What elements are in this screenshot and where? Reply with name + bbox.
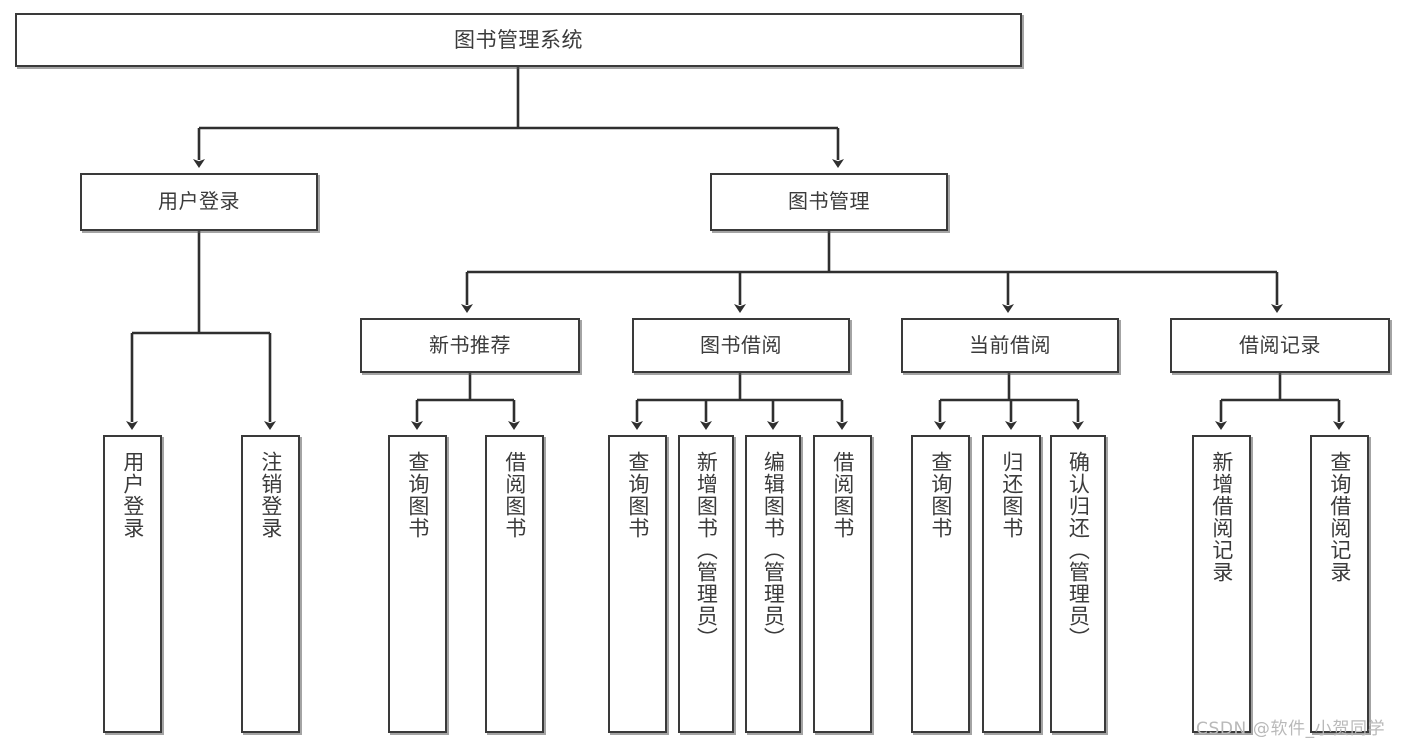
node-leaf-return-book[interactable]: 归还图书 [982,435,1041,733]
node-label: 图书管理 [788,189,870,214]
node-leaf-query-book-1[interactable]: 查询图书 [388,435,447,733]
node-leaf-add-book-admin[interactable]: 新增图书（管理员） [678,435,734,733]
watermark-text: CSDN @软件_小贺同学 [1196,719,1386,739]
node-label: 查询图书 [928,451,953,539]
node-label: 借阅图书 [830,451,855,539]
node-leaf-confirm-return-admin[interactable]: 确认归还（管理员） [1050,435,1106,733]
node-leaf-user-login[interactable]: 用户登录 [103,435,162,733]
node-leaf-edit-book-admin[interactable]: 编辑图书（管理员） [745,435,801,733]
node-book-manage[interactable]: 图书管理 [710,173,948,231]
node-user-login[interactable]: 用户登录 [80,173,318,231]
node-label: 借阅图书 [502,451,527,539]
node-label: 借阅记录 [1239,332,1321,357]
node-label: 新增图书（管理员） [694,451,719,649]
node-book-borrow[interactable]: 图书借阅 [632,318,850,373]
node-leaf-query-book-2[interactable]: 查询图书 [608,435,667,733]
node-label: 注销登录 [258,451,283,539]
node-new-book-recommend[interactable]: 新书推荐 [360,318,580,373]
node-label: 图书借阅 [700,332,782,357]
node-current-borrow[interactable]: 当前借阅 [901,318,1119,373]
node-label: 用户登录 [158,189,240,214]
node-label: 查询图书 [625,451,650,539]
node-label: 查询图书 [405,451,430,539]
node-leaf-query-borrow-record[interactable]: 查询借阅记录 [1310,435,1369,733]
node-root-system[interactable]: 图书管理系统 [15,13,1022,67]
node-label: 确认归还（管理员） [1066,451,1091,649]
node-borrow-record[interactable]: 借阅记录 [1170,318,1390,373]
node-leaf-borrow-book-1[interactable]: 借阅图书 [485,435,544,733]
node-label: 查询借阅记录 [1327,451,1352,583]
node-leaf-query-book-3[interactable]: 查询图书 [911,435,970,733]
node-leaf-add-borrow-record[interactable]: 新增借阅记录 [1192,435,1251,733]
node-label: 新增借阅记录 [1209,451,1234,583]
node-label: 归还图书 [999,451,1024,539]
node-leaf-borrow-book-2[interactable]: 借阅图书 [813,435,872,733]
node-leaf-logout-login[interactable]: 注销登录 [241,435,300,733]
node-label: 编辑图书（管理员） [761,451,786,649]
node-label: 当前借阅 [969,332,1051,357]
node-label: 用户登录 [120,451,145,539]
node-label: 新书推荐 [429,332,511,357]
node-label: 图书管理系统 [454,27,583,52]
